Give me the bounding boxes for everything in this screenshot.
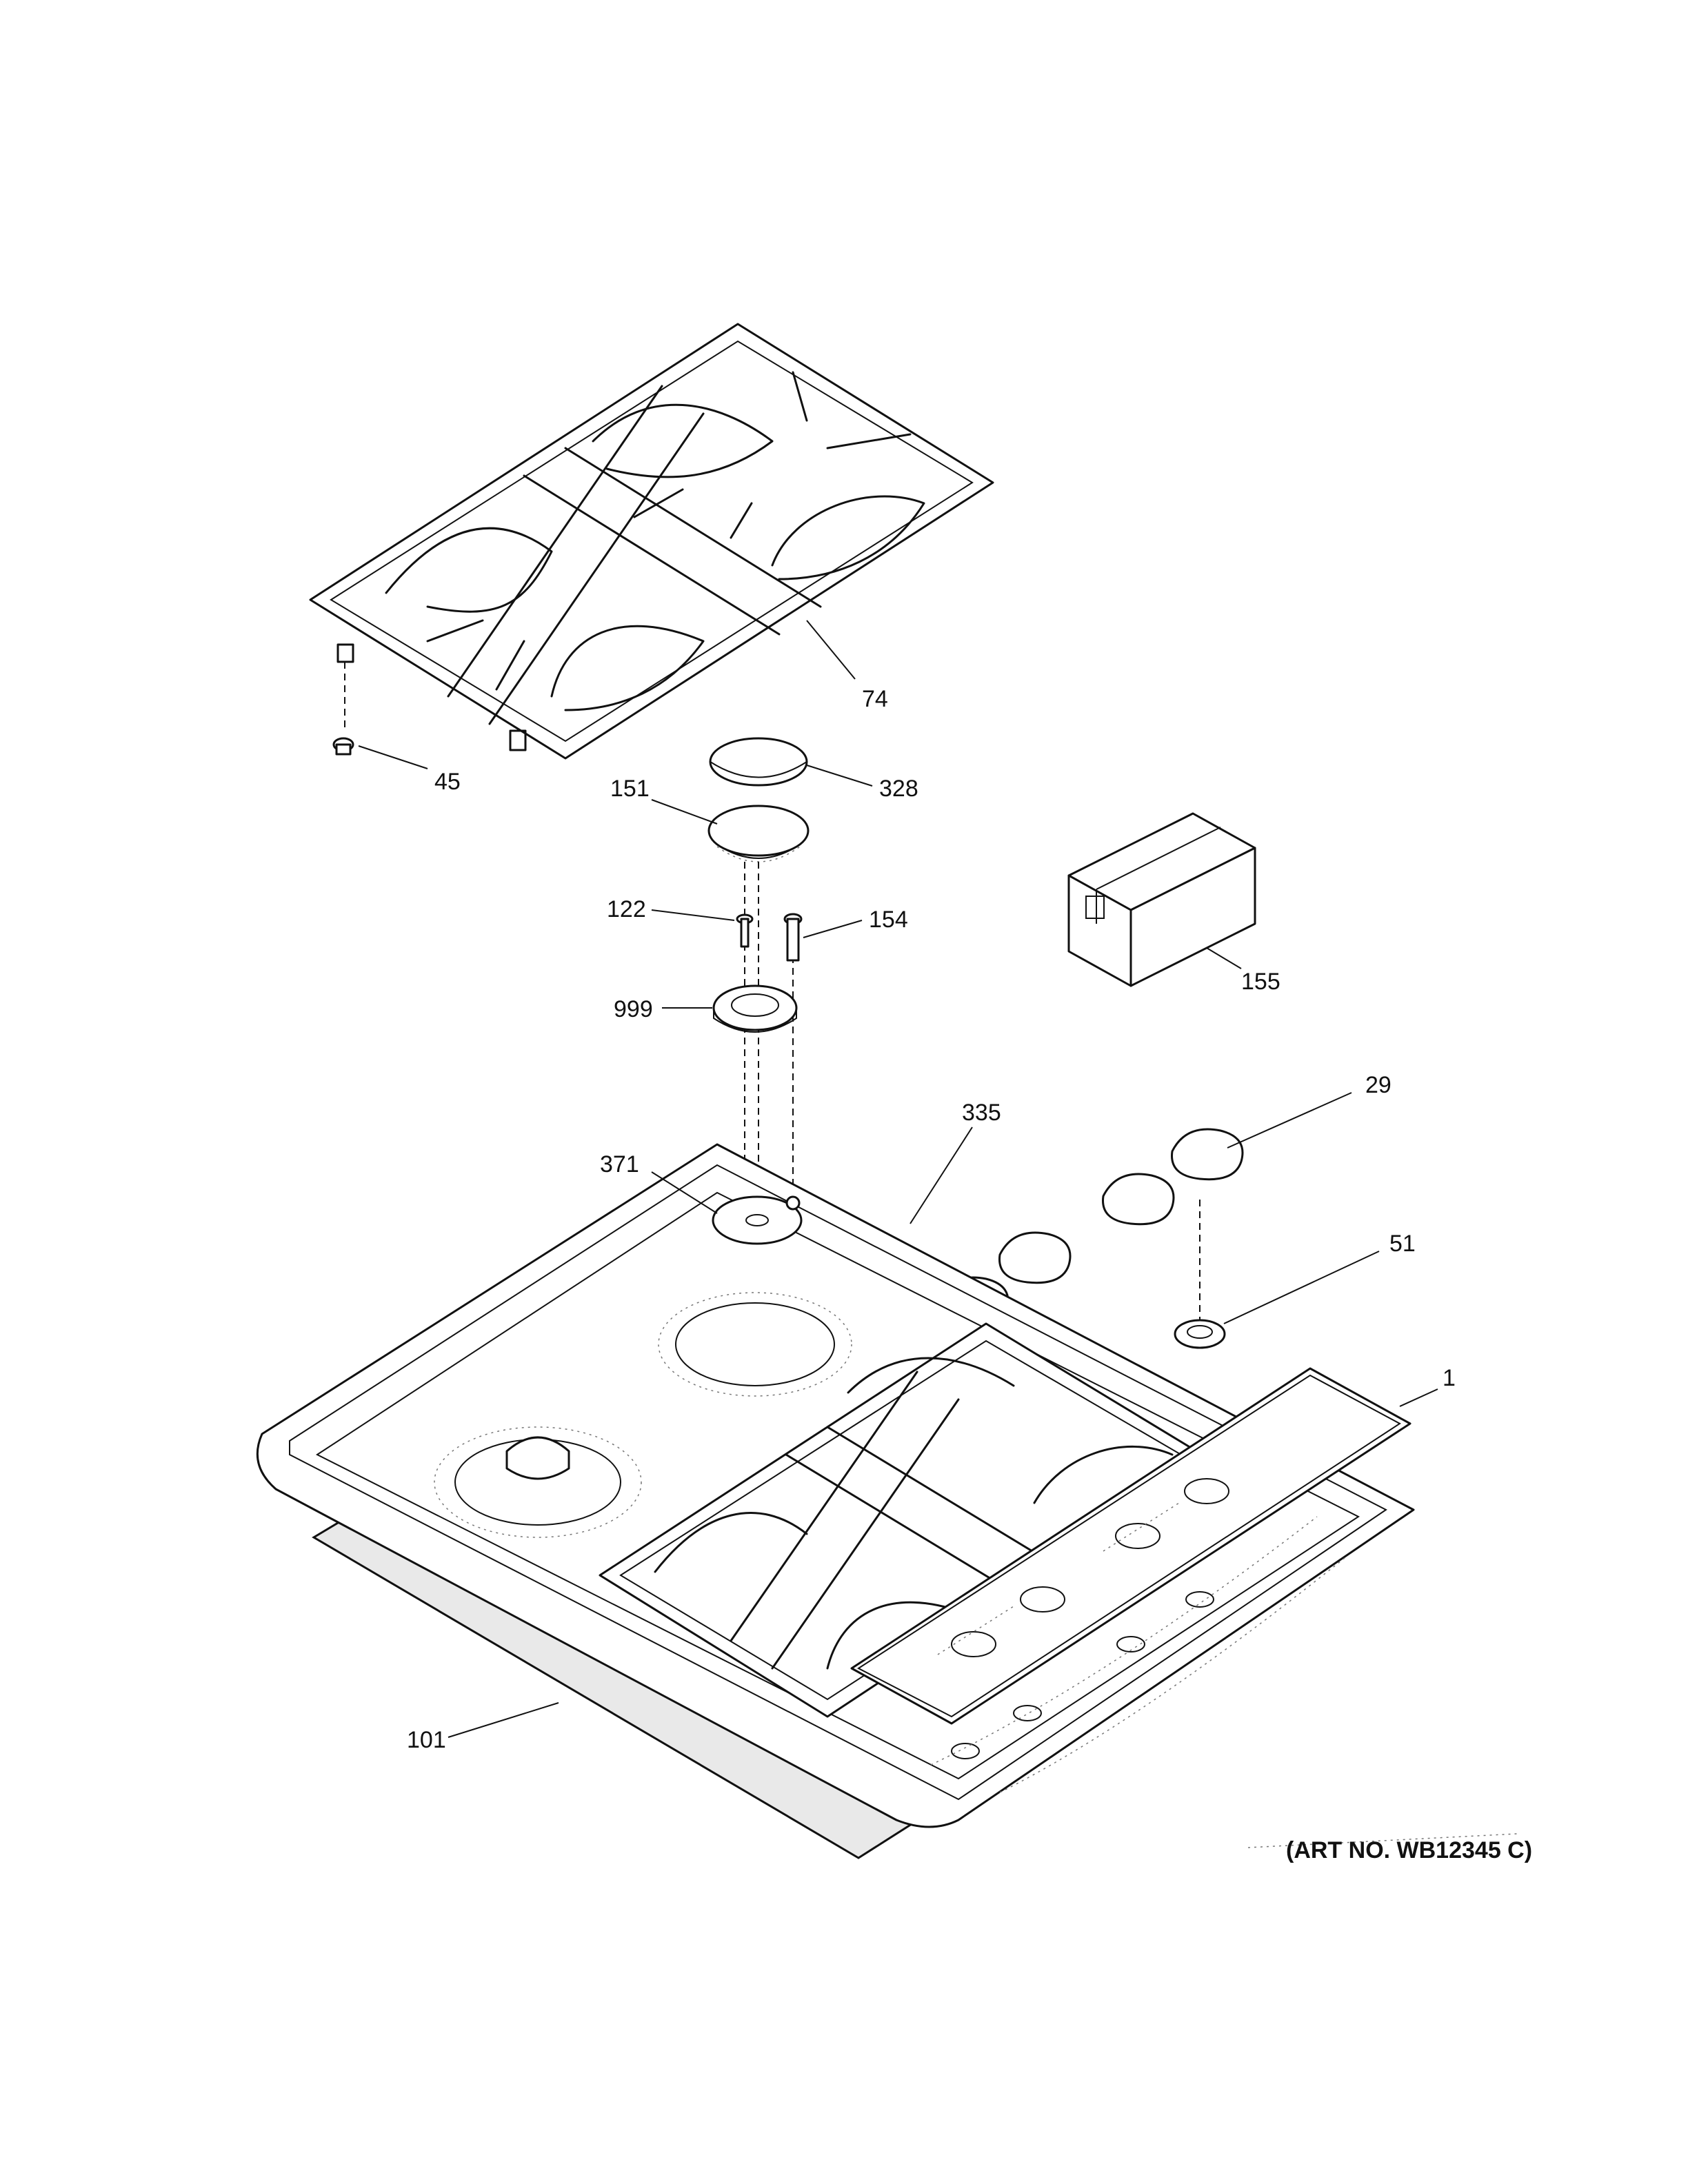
box-999[interactable] xyxy=(1067,812,1256,987)
callout-999: 155 xyxy=(1241,969,1280,995)
leader-335 xyxy=(651,1171,718,1214)
callout-328: 328 xyxy=(879,776,918,802)
leader-122 xyxy=(651,909,735,921)
leader-29 xyxy=(1227,1092,1352,1149)
callout-74: 74 xyxy=(862,686,888,712)
callout-29: 29 xyxy=(1365,1072,1391,1098)
callout-155: 999 xyxy=(614,996,653,1022)
callout-122: 122 xyxy=(607,896,646,922)
electrode-154[interactable] xyxy=(783,913,803,962)
burner-head-151[interactable] xyxy=(707,805,810,862)
callout-101: 101 xyxy=(407,1727,446,1753)
lower-grate xyxy=(599,1322,1215,1718)
orifice-plate-335[interactable] xyxy=(712,1195,803,1245)
leader-45 xyxy=(358,745,428,769)
callout-371: 51 xyxy=(1389,1231,1416,1257)
callout-1: 1 xyxy=(1443,1365,1456,1391)
burner-base-155[interactable] xyxy=(712,984,798,1033)
leader-1 xyxy=(1399,1388,1438,1407)
callout-51: 335 xyxy=(962,1100,1001,1126)
leader-328 xyxy=(806,765,873,787)
leader-151 xyxy=(651,799,718,825)
burner-cap-328[interactable] xyxy=(709,737,808,787)
grate-74[interactable] xyxy=(309,323,994,760)
grate-foot-45[interactable] xyxy=(332,737,354,756)
leader-51 xyxy=(910,1126,973,1224)
leader-74 xyxy=(806,620,856,680)
callout-151: 151 xyxy=(610,776,650,802)
screw-122[interactable] xyxy=(736,913,754,948)
leader-999 xyxy=(1206,947,1242,969)
leader-154 xyxy=(803,920,863,938)
callout-45: 45 xyxy=(434,769,461,795)
bezel-ring-371[interactable] xyxy=(1174,1319,1226,1349)
leader-371 xyxy=(1223,1251,1380,1324)
leader-101 xyxy=(448,1702,559,1738)
callout-335: 371 xyxy=(600,1151,639,1177)
art-no-dots xyxy=(1247,1833,1518,1848)
art-number: (ART NO. WB12345 C) xyxy=(1286,1837,1532,1863)
control-panel-1[interactable] xyxy=(850,1367,1411,1725)
callout-154: 154 xyxy=(869,907,908,933)
